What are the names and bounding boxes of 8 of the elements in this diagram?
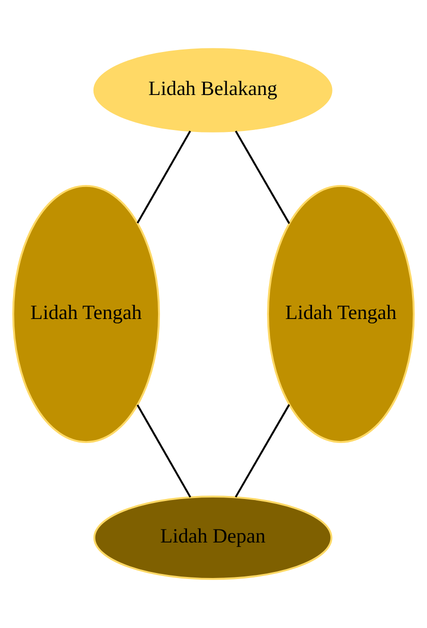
connector [234, 404, 290, 498]
node-ellipse: Lidah Depan [93, 496, 332, 580]
connector [136, 404, 192, 498]
node-ellipse: Lidah Belakang [93, 48, 332, 132]
connector [234, 130, 290, 224]
node-ellipse: Lidah Tengah [267, 185, 415, 443]
node-ellipse: Lidah Tengah [12, 185, 160, 443]
connector [136, 130, 192, 224]
